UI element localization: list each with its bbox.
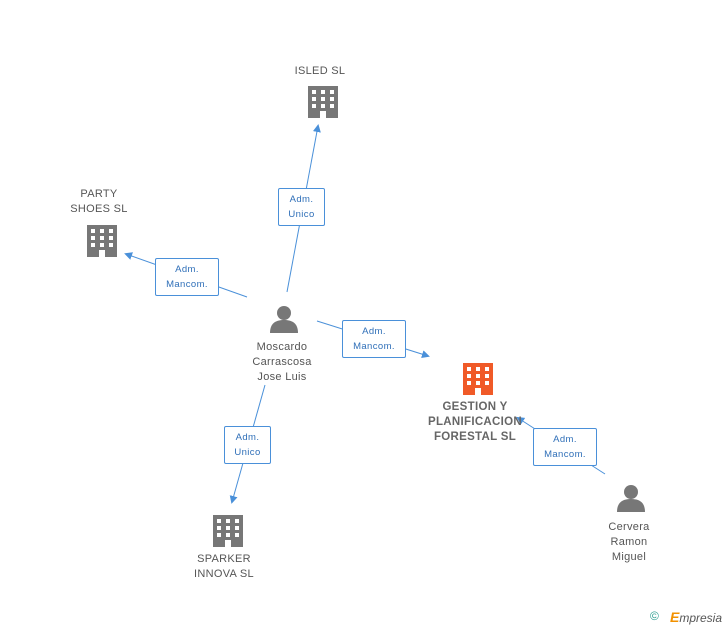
edge-label-moscardo-sparker: Adm. Unico [224, 426, 271, 464]
brand-first-letter: E [670, 609, 680, 625]
brand-rest: mpresia [679, 611, 723, 625]
empresia-logo[interactable]: Empresia [670, 609, 722, 625]
edge-label-moscardo-party-shoes: Adm. Mancom. [155, 258, 219, 296]
person-icon[interactable] [270, 306, 298, 333]
person-icon[interactable] [617, 485, 645, 512]
node-label-party-shoes[interactable]: PARTY SHOES SL [70, 188, 128, 215]
building-icon-focus[interactable] [463, 363, 493, 395]
node-label-cervera[interactable]: Cervera Ramon Miguel [608, 521, 650, 563]
edge-label-moscardo-gestion: Adm. Mancom. [342, 320, 406, 358]
node-label-isled[interactable]: ISLED SL [294, 65, 346, 77]
node-label-sparker[interactable]: SPARKER INNOVA SL [194, 553, 254, 580]
building-icon[interactable] [87, 225, 117, 257]
edge-label-cervera-gestion: Adm. Mancom. [533, 428, 597, 466]
copyright-symbol: © [650, 609, 659, 623]
node-label-gestion[interactable]: GESTION Y PLANIFICACION FORESTAL SL [428, 401, 522, 443]
edge-label-moscardo-isled: Adm. Unico [278, 188, 325, 226]
building-icon[interactable] [213, 515, 243, 547]
building-icon[interactable] [308, 86, 338, 118]
node-label-moscardo[interactable]: Moscardo Carrascosa Jose Luis [252, 341, 312, 383]
